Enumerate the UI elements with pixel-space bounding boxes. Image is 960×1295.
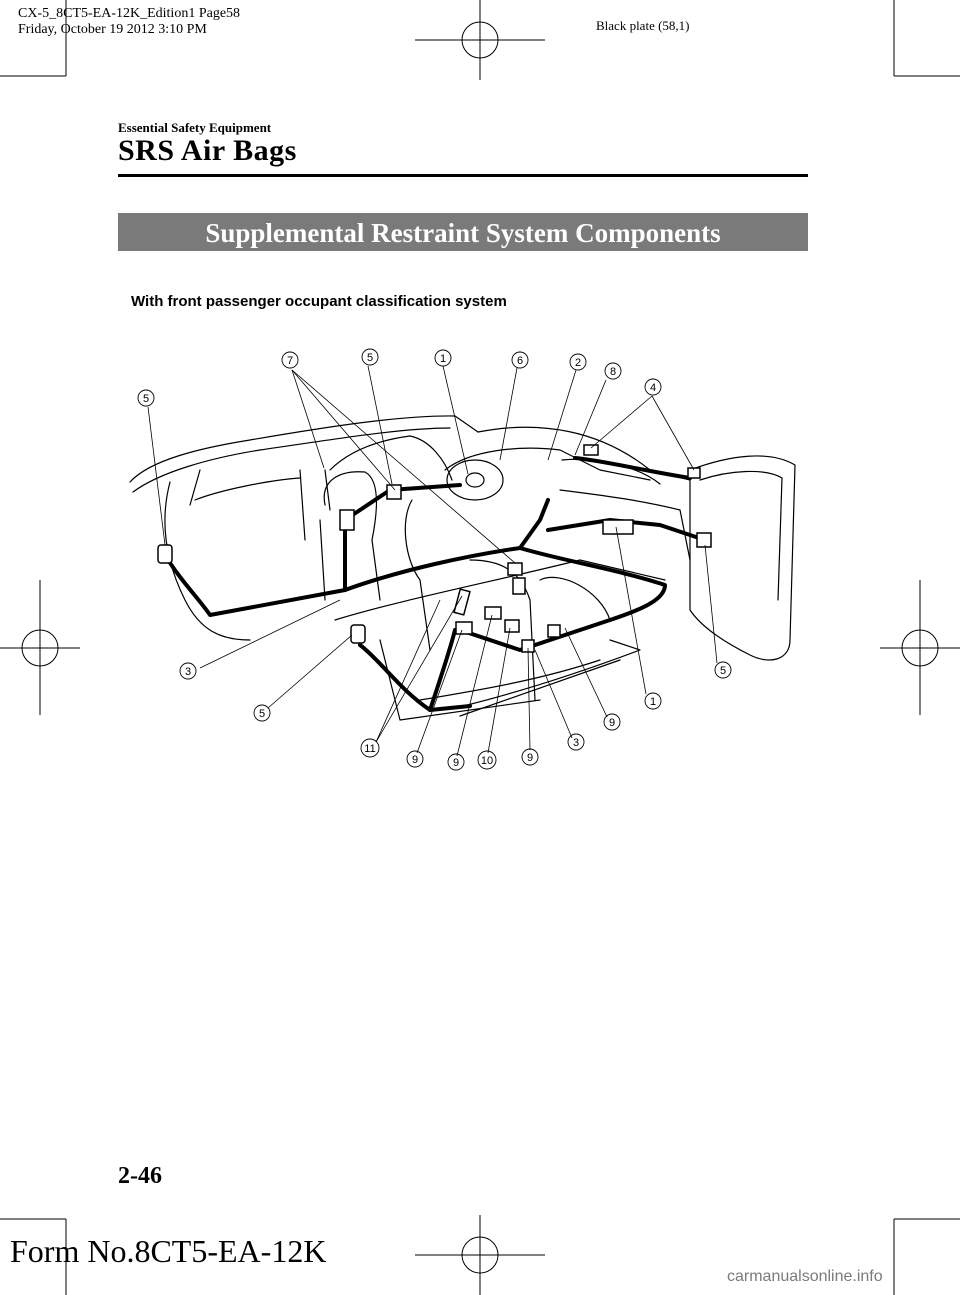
callout-3: 3 bbox=[573, 737, 579, 749]
form-number: Form No.8CT5-EA-12K bbox=[10, 1233, 327, 1269]
page-number: 2-46 bbox=[118, 1163, 162, 1189]
callout-6: 6 bbox=[517, 355, 523, 367]
callout-7: 7 bbox=[287, 355, 293, 367]
callout-4: 4 bbox=[650, 382, 656, 394]
callout-2: 2 bbox=[575, 357, 581, 369]
watermark: carmanualsonline.info bbox=[727, 1268, 883, 1285]
header-rule bbox=[118, 174, 808, 177]
callout-9: 9 bbox=[527, 752, 533, 764]
diagram-subheading: With front passenger occupant classifica… bbox=[131, 293, 507, 310]
callout-5: 5 bbox=[259, 708, 265, 720]
banner-title: Supplemental Restraint System Components bbox=[118, 213, 808, 251]
callout-5: 5 bbox=[720, 665, 726, 677]
callout-11: 11 bbox=[364, 743, 375, 755]
callout-1: 1 bbox=[440, 353, 446, 365]
chapter-title: SRS Air Bags bbox=[118, 134, 297, 167]
callout-9: 9 bbox=[453, 757, 459, 769]
print-info-line2: Friday, October 19 2012 3:10 PM bbox=[18, 22, 207, 37]
callout-5: 5 bbox=[367, 352, 373, 364]
print-info: CX-5_8CT5-EA-12K_Edition1 Page58 Friday,… bbox=[18, 6, 240, 38]
print-info-line1: CX-5_8CT5-EA-12K_Edition1 Page58 bbox=[18, 6, 241, 21]
callout-8: 8 bbox=[610, 366, 616, 378]
callout-9: 9 bbox=[412, 754, 418, 766]
section-title: Essential Safety Equipment bbox=[118, 120, 272, 135]
callout-10: 10 bbox=[481, 755, 493, 767]
plate-info: Black plate (58,1) bbox=[596, 18, 690, 33]
callout-5: 5 bbox=[143, 393, 149, 405]
callout-9: 9 bbox=[609, 717, 615, 729]
callout-3: 3 bbox=[185, 666, 191, 678]
callout-1: 1 bbox=[650, 696, 656, 708]
